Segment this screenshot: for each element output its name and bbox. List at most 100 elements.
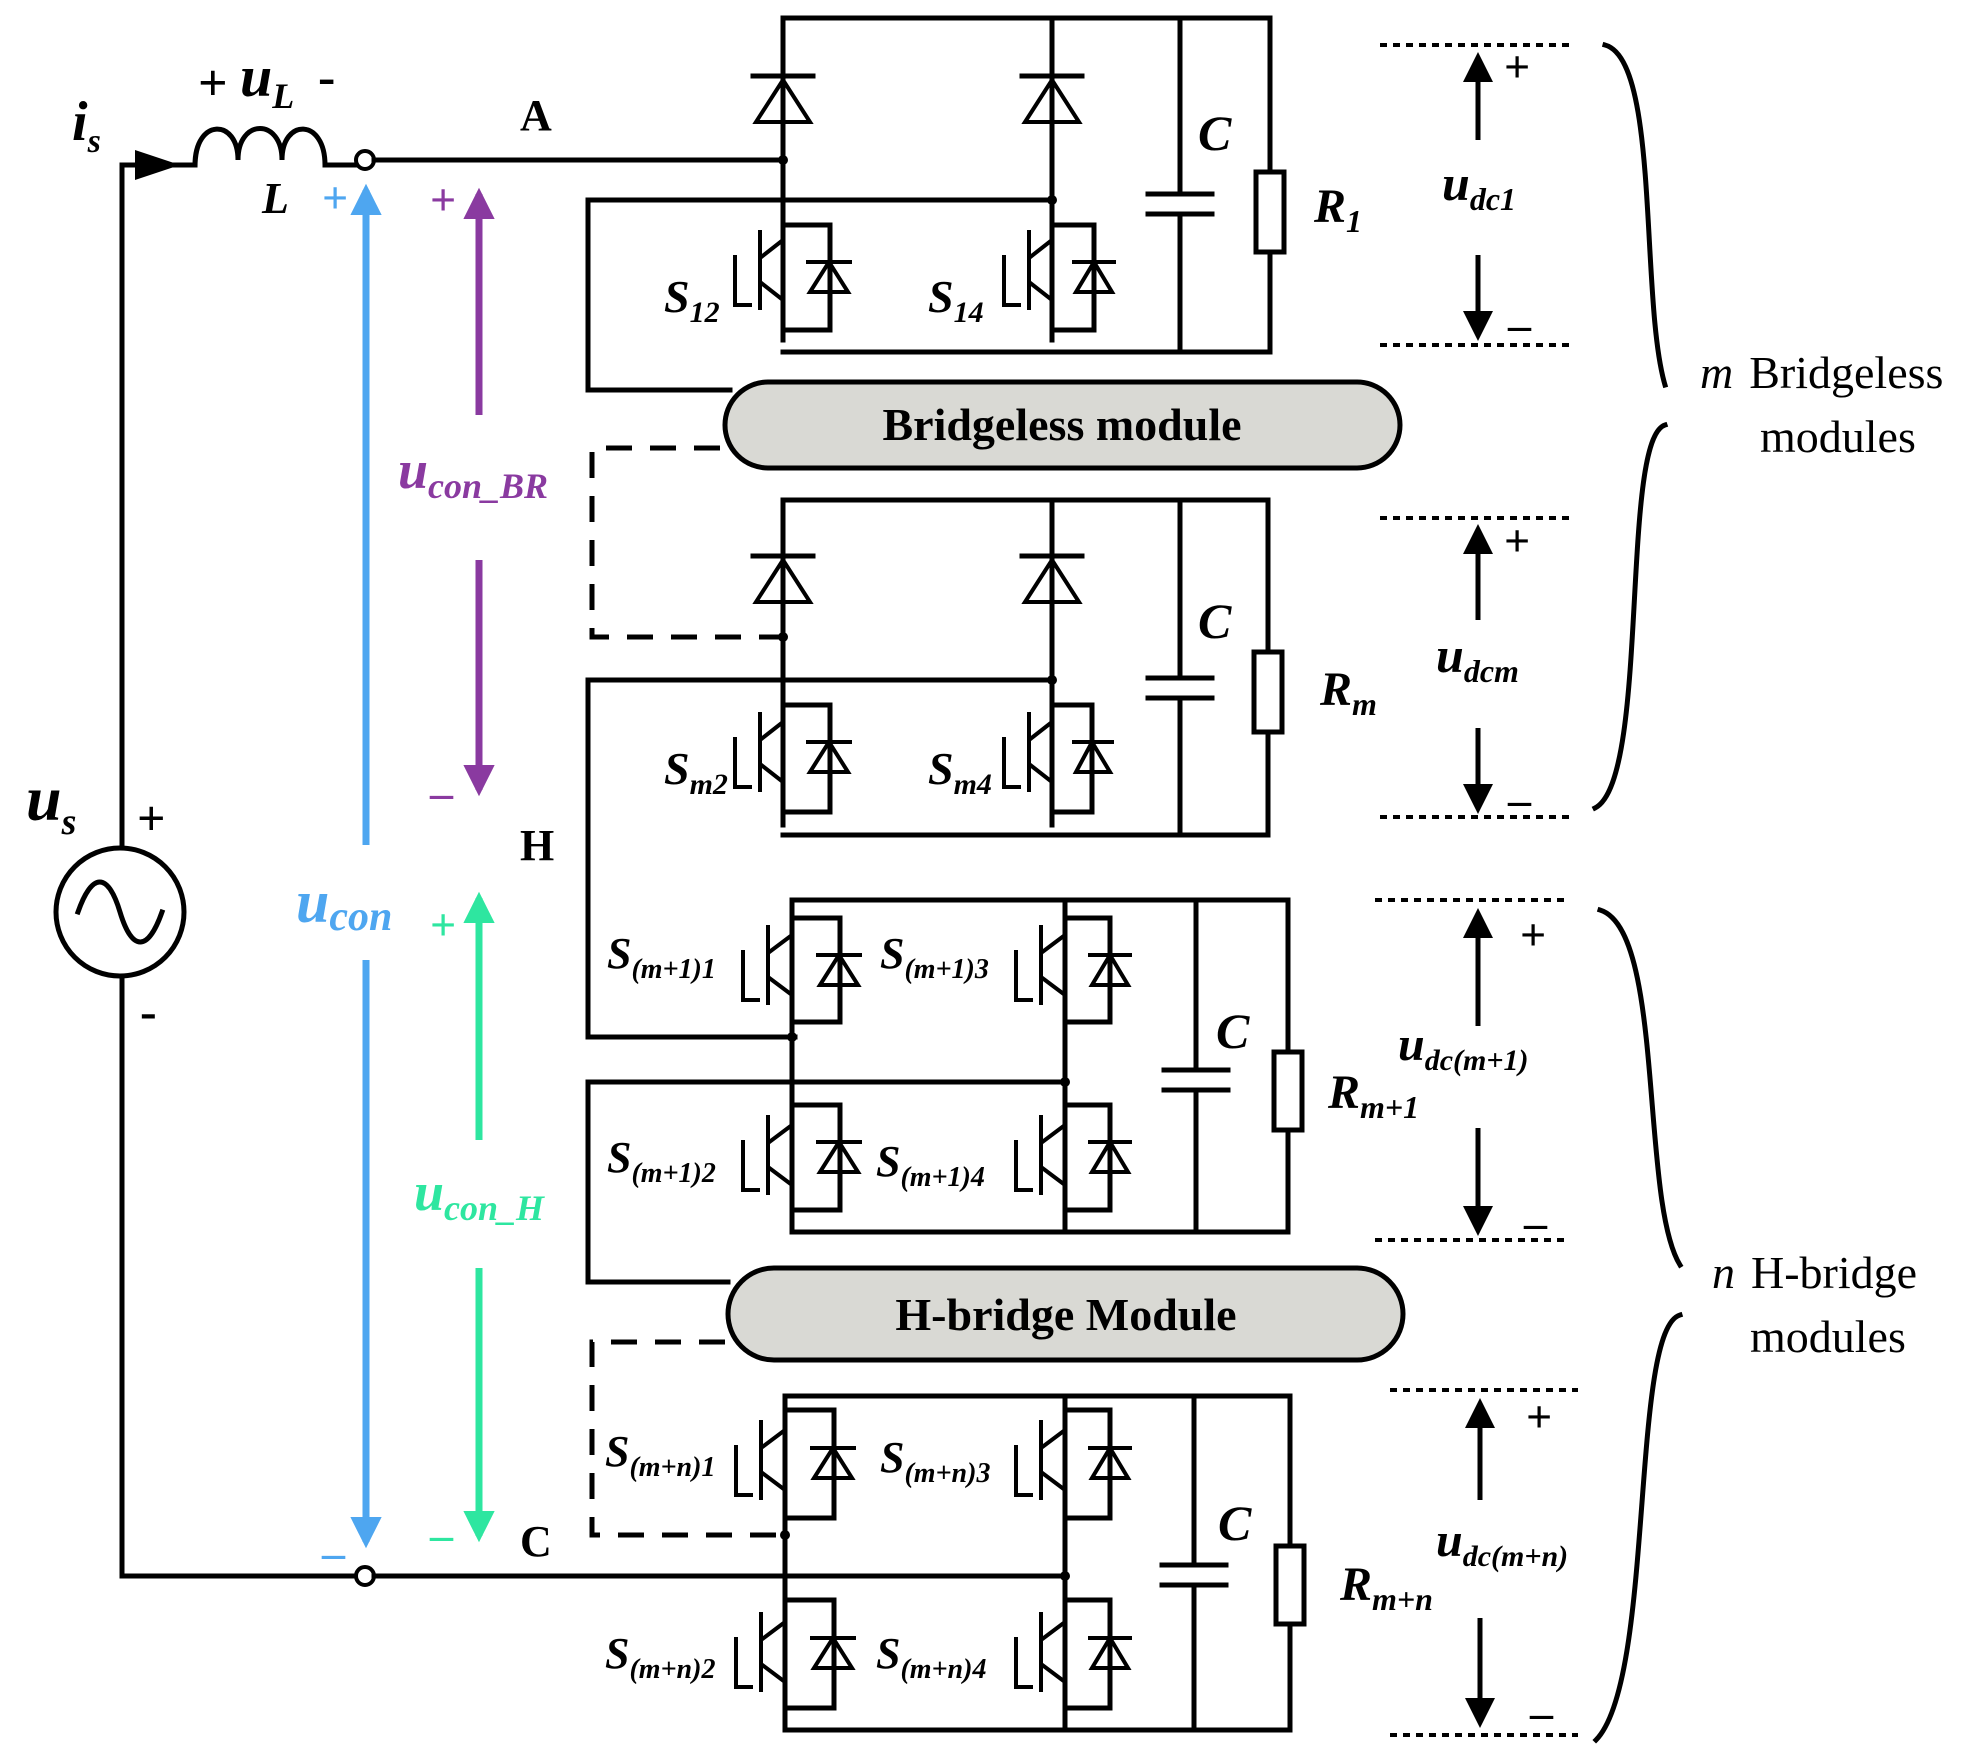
buses	[782, 1393, 1293, 1733]
diode-left-icon	[752, 76, 814, 124]
udc-mn-plus: +	[1526, 1391, 1552, 1442]
diode-s4-icon	[1088, 1634, 1132, 1670]
junction-dot	[778, 632, 788, 642]
sm2-label: Sm2	[664, 743, 728, 801]
udc-mn-dotted-lines	[1390, 1388, 1578, 1737]
capacitor-plates	[1145, 191, 1215, 217]
ac-source-symbol	[53, 845, 187, 979]
udc-mn-minus: –	[1529, 1687, 1554, 1738]
s-mn-2-label: S(m+n)2	[605, 1629, 715, 1685]
igbt-s3-frame	[1062, 915, 1113, 1025]
junction-dot	[780, 1530, 790, 1540]
igbt-sm4-frame	[1049, 702, 1095, 815]
ucon-h-plus: +	[430, 899, 456, 950]
legs	[782, 1393, 1068, 1733]
rm-label: Rm	[1319, 663, 1377, 722]
node-a-label: A	[520, 91, 552, 140]
buses	[789, 897, 1291, 1235]
igbt-s4-icon	[1014, 1612, 1067, 1692]
bridgeless-modules-label: modules	[1760, 411, 1916, 462]
r1-label: R1	[1313, 180, 1362, 239]
udcm-minus: –	[1507, 774, 1532, 825]
inductor-label: L	[261, 174, 289, 223]
udc-m1-plus: +	[1520, 909, 1546, 960]
r-mn-label: Rm+n	[1339, 1558, 1433, 1617]
hbridge-module-pill	[725, 1265, 1406, 1363]
capacitor-plates	[1159, 1562, 1229, 1588]
ucon-label: ucon	[296, 869, 392, 940]
igbt-s1-icon	[741, 925, 794, 1005]
udc1-dotted-lines	[1380, 43, 1570, 347]
bridgeless-module-m	[585, 497, 1285, 1040]
diode-s1-icon	[810, 1444, 856, 1480]
source-plus: +	[137, 790, 166, 846]
junction-dot	[787, 1032, 797, 1042]
hbridge-module-1	[585, 897, 1305, 1285]
link-wire	[585, 1079, 1068, 1285]
resistor-body	[1251, 649, 1285, 735]
capacitor-plates	[1145, 675, 1215, 701]
diode-s12-icon	[806, 258, 852, 294]
brace-bridgeless-bottom	[1591, 421, 1669, 812]
igbt-sm2-frame	[780, 702, 833, 815]
ucon-h-minus: –	[429, 1509, 454, 1560]
diode-s3-icon	[1088, 1444, 1132, 1480]
igbt-s14-frame	[1049, 222, 1097, 333]
igbt-s4-frame	[1062, 1597, 1113, 1711]
s-m1-2-label: S(m+1)2	[607, 1133, 716, 1189]
s-m1-1-label: S(m+1)1	[607, 929, 716, 985]
diode-right-icon	[1021, 76, 1083, 124]
node-h-label: H	[520, 821, 554, 870]
s-m1-3-label: S(m+1)3	[880, 929, 989, 985]
diode-s4-icon	[1088, 1138, 1132, 1174]
igbt-s3-frame	[1062, 1407, 1113, 1521]
s-mn-3-label: S(m+n)3	[880, 1433, 990, 1489]
diode-s14-icon	[1072, 258, 1116, 294]
udcm-plus: +	[1504, 515, 1530, 566]
diode-s3-icon	[1088, 951, 1132, 987]
igbt-s2-frame	[789, 1102, 843, 1213]
hbridge-module-label: H-bridge Module	[895, 1289, 1236, 1340]
udc-mn-label: udc(m+n)	[1436, 1514, 1568, 1573]
resistor-body	[1273, 1543, 1307, 1627]
bridgeless-module-label: Bridgeless module	[882, 399, 1241, 450]
ul-minus: -	[318, 49, 335, 106]
brace-hbridge-top	[1596, 906, 1684, 1269]
igbt-s4-frame	[1062, 1102, 1113, 1213]
us-label: us	[26, 763, 76, 843]
dashed-link-hbridge	[589, 1339, 785, 1538]
dashed-link-bridgeless	[589, 445, 780, 640]
r-m1-label: Rm+1	[1327, 1066, 1419, 1125]
terminal-c-circle	[354, 1565, 376, 1587]
igbt-s4-icon	[1014, 1115, 1067, 1195]
resistor-body	[1271, 1049, 1305, 1133]
ucon-br-plus: +	[430, 174, 456, 225]
igbt-sm2-icon	[733, 712, 785, 792]
diode-s2-icon	[816, 1138, 862, 1174]
current-arrow-icon	[135, 150, 180, 180]
source-bottom-wire	[119, 977, 361, 1579]
igbt-sm4-icon	[1002, 712, 1054, 792]
igbt-s1-frame	[782, 1407, 837, 1521]
igbt-s2-frame	[782, 1597, 837, 1711]
s12-label: S12	[664, 271, 720, 329]
udc1-label: udc1	[1442, 155, 1516, 217]
s-mn-1-label: S(m+n)1	[605, 1427, 715, 1483]
ucon-plus: +	[322, 172, 348, 223]
igbt-s2-icon	[734, 1612, 787, 1692]
igbt-s2-icon	[741, 1115, 794, 1195]
brace-bridgeless-top	[1601, 41, 1669, 389]
s14-label: S14	[928, 271, 984, 329]
s-m1-4-label: S(m+1)4	[876, 1137, 985, 1193]
igbt-s3-icon	[1014, 1420, 1067, 1500]
igbt-s3-icon	[1014, 925, 1067, 1005]
hbridge-modules-label: modules	[1750, 1311, 1906, 1362]
ucon-h-label: ucon_H	[414, 1162, 545, 1228]
diode-sm4-icon	[1072, 737, 1114, 774]
bridgeless-module-1	[585, 15, 1287, 393]
igbt-s14-icon	[1002, 230, 1054, 310]
node-c-label: C	[520, 1517, 552, 1566]
